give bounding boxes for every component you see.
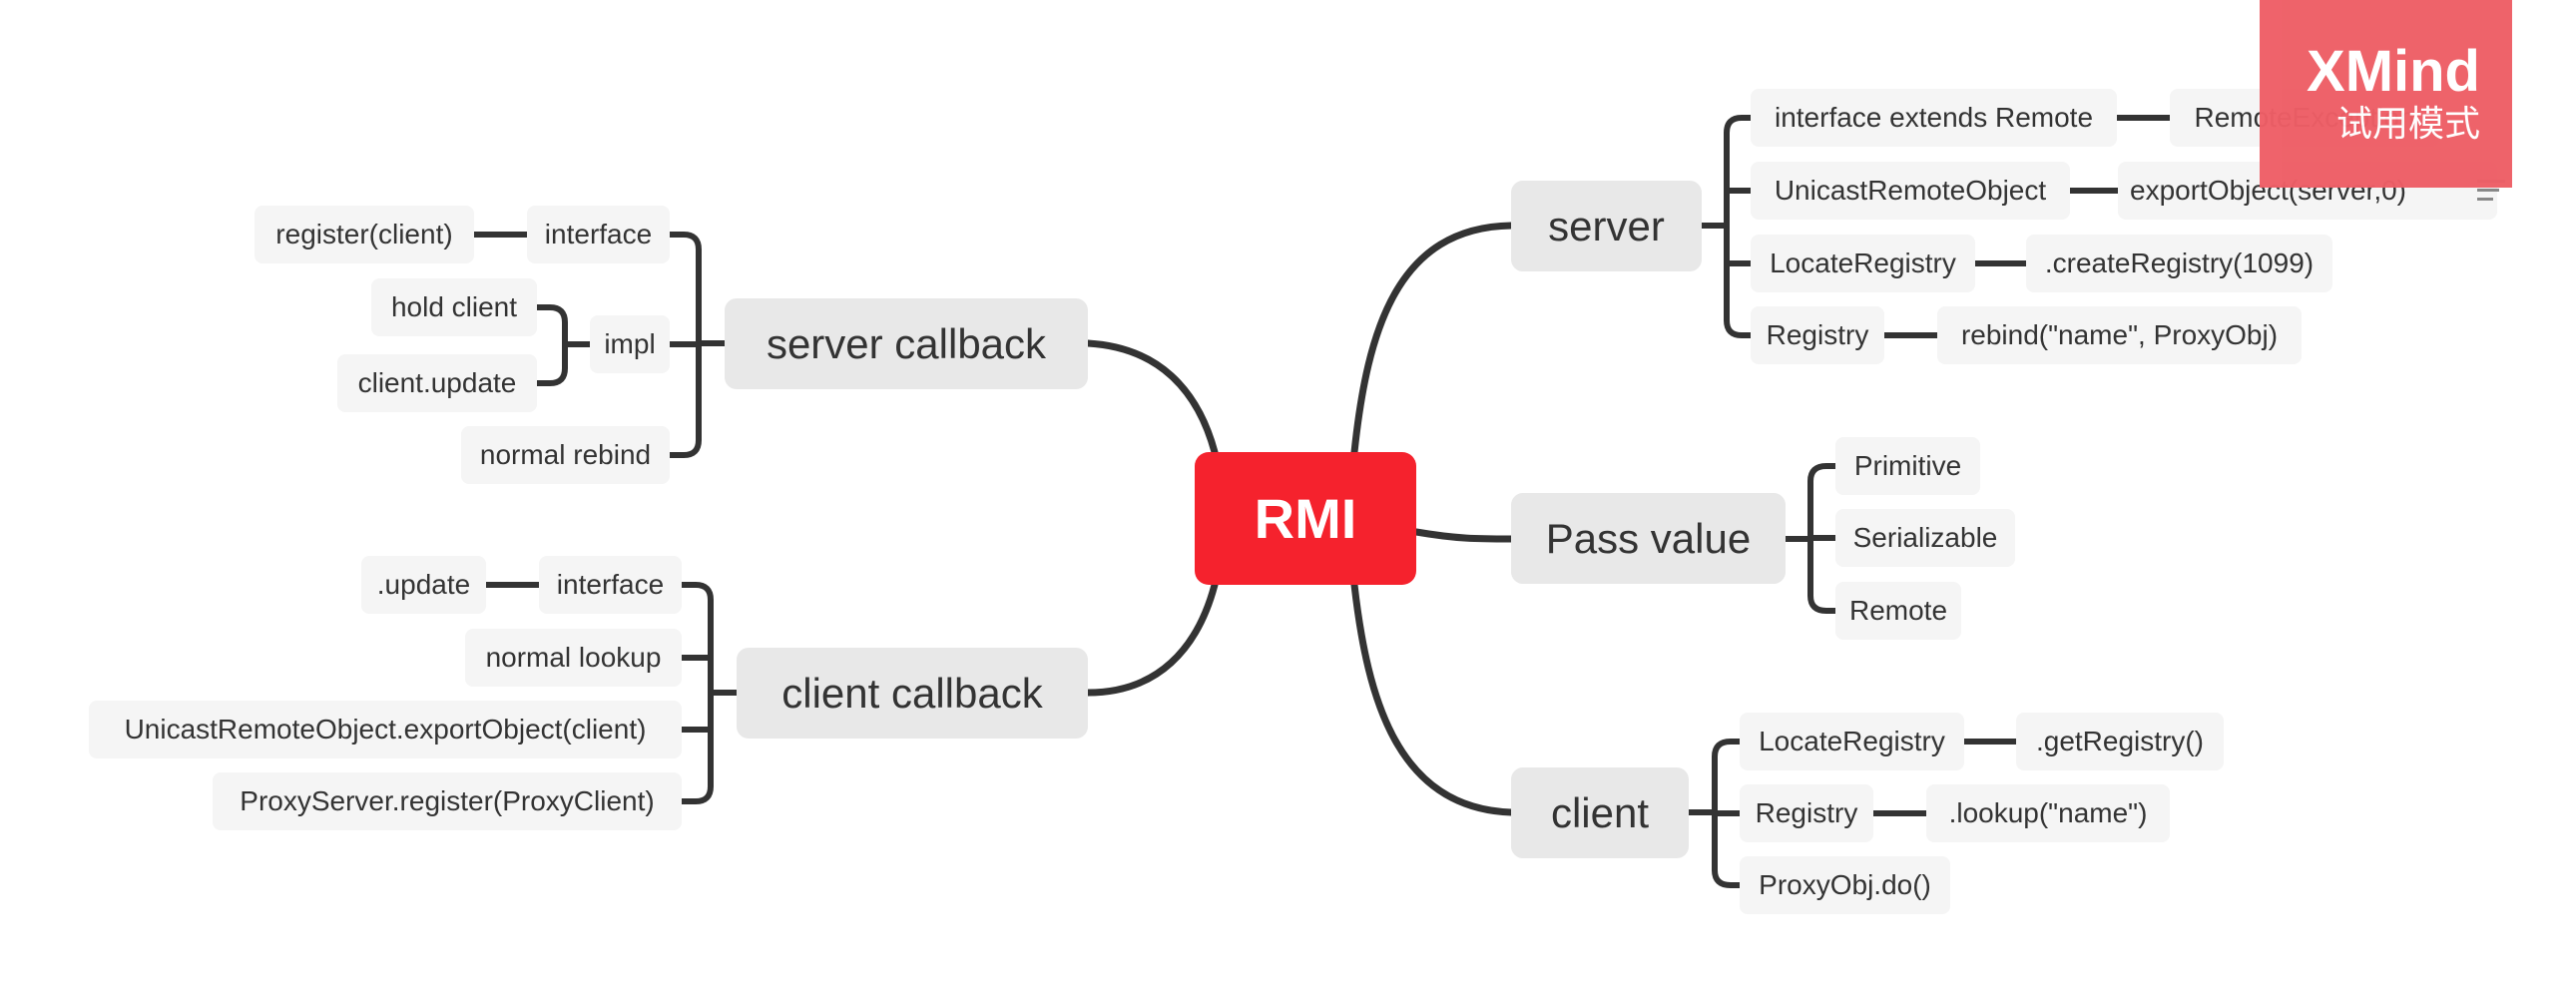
connector-root-to-server-callback <box>1084 339 1219 456</box>
topic-locate-registry-server[interactable]: LocateRegistry <box>1751 235 1975 292</box>
topic-rebind[interactable]: rebind("name", ProxyObj) <box>1937 306 2302 364</box>
connector-impl-bracket <box>534 304 593 386</box>
connector-root-to-client-callback <box>1084 581 1219 697</box>
watermark-title: XMind <box>2307 38 2480 104</box>
topic-unicast-remote-object[interactable]: UnicastRemoteObject <box>1751 162 2070 220</box>
topic-server[interactable]: server <box>1511 181 1702 271</box>
topic-pass-value[interactable]: Pass value <box>1511 493 1786 584</box>
topic-sc-interface[interactable]: interface <box>527 206 670 263</box>
topic-proxy-obj-do[interactable]: ProxyObj.do() <box>1740 856 1950 914</box>
connector-root-to-server <box>1350 222 1515 456</box>
topic-server-callback[interactable]: server callback <box>725 298 1088 389</box>
topic-primitive[interactable]: Primitive <box>1835 437 1980 495</box>
connector-client-callback-bracket <box>679 582 740 804</box>
connector-root-to-client <box>1350 581 1515 816</box>
topic-create-registry[interactable]: .createRegistry(1099) <box>2026 235 2332 292</box>
topic-remote[interactable]: Remote <box>1835 582 1961 640</box>
topic-client-callback[interactable]: client callback <box>737 648 1088 739</box>
xmind-trial-watermark: XMind 试用模式 <box>2260 0 2512 188</box>
connector-server-child-links <box>1881 115 2173 338</box>
topic-server-label: server <box>1548 202 1665 249</box>
topic-registry-client[interactable]: Registry <box>1740 784 1873 842</box>
topic-registry-server[interactable]: Registry <box>1751 306 1884 364</box>
topic-client-update[interactable]: client.update <box>337 354 537 412</box>
topic-get-registry[interactable]: .getRegistry() <box>2016 713 2224 770</box>
topic-lookup[interactable]: .lookup("name") <box>1926 784 2170 842</box>
root-topic[interactable]: RMI <box>1195 452 1416 585</box>
topic-normal-rebind[interactable]: normal rebind <box>461 426 670 484</box>
topic-normal-lookup[interactable]: normal lookup <box>465 629 682 687</box>
topic-update[interactable]: .update <box>361 556 486 614</box>
topic-hold-client[interactable]: hold client <box>371 278 537 336</box>
connector-client-bracket <box>1686 739 1743 888</box>
connector-server-callback-bracket <box>667 232 728 458</box>
topic-cc-interface[interactable]: interface <box>539 556 682 614</box>
topic-impl[interactable]: impl <box>590 315 670 373</box>
connector-client-child-links <box>1870 739 2019 816</box>
topic-client[interactable]: client <box>1511 767 1689 858</box>
connector-pass-value-bracket <box>1783 463 1838 614</box>
root-topic-label: RMI <box>1254 487 1357 550</box>
topic-export-object-client[interactable]: UnicastRemoteObject.exportObject(client) <box>89 701 682 758</box>
connector-root-to-pass-value <box>1412 528 1515 543</box>
topic-serializable[interactable]: Serializable <box>1835 509 2015 567</box>
topic-locate-registry-client[interactable]: LocateRegistry <box>1740 713 1964 770</box>
topic-interface-extends-remote[interactable]: interface extends Remote <box>1751 89 2117 147</box>
connector-server-bracket <box>1699 115 1754 338</box>
watermark-subtitle: 试用模式 <box>2335 103 2480 145</box>
topic-register-client[interactable]: register(client) <box>255 206 474 263</box>
topic-proxy-server-register[interactable]: ProxyServer.register(ProxyClient) <box>213 772 682 830</box>
